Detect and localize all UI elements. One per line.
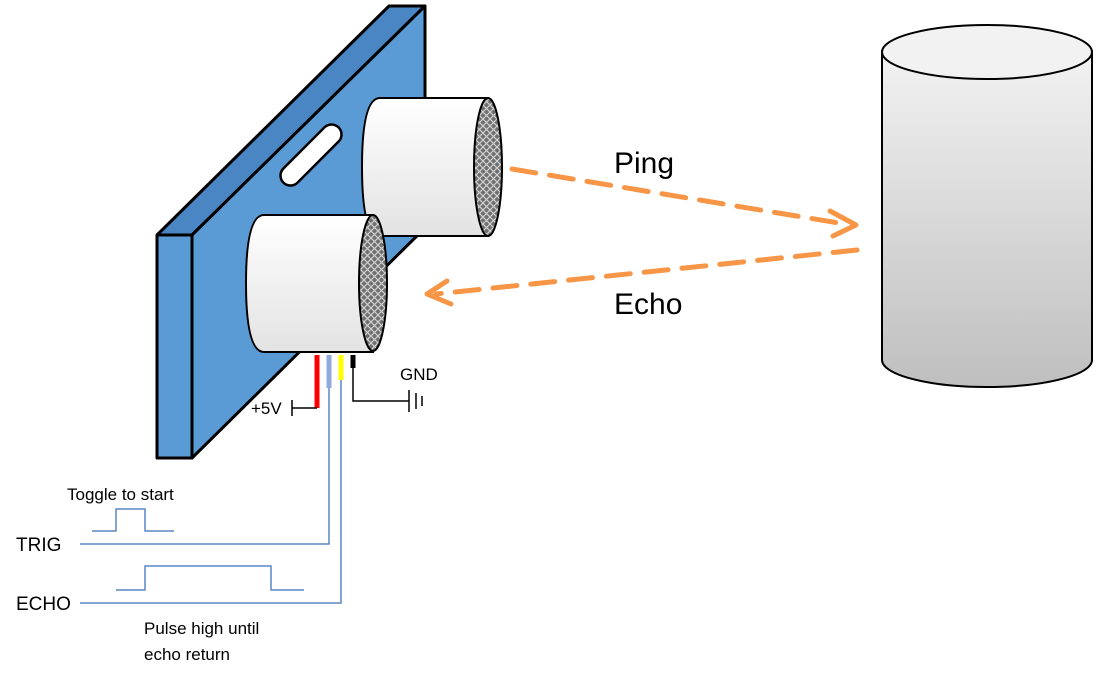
echo-pin-label: ECHO: [16, 594, 71, 615]
trig-line: [80, 388, 330, 545]
crystal-slot: [279, 123, 343, 187]
vcc-connection: [291, 400, 317, 416]
sensor-pins: [314, 355, 356, 408]
receiver-transducer: [244, 214, 388, 353]
gnd-label: GND: [400, 365, 438, 384]
transmitter-mesh: [473, 97, 503, 237]
toggle-note: Toggle to start: [67, 485, 174, 504]
echo-pulse-waveform: [116, 565, 304, 591]
pulse-note-line2: echo return: [144, 645, 230, 664]
ground-symbol: [352, 368, 423, 412]
echo-line: [80, 380, 342, 604]
ping-label: Ping: [614, 147, 674, 180]
pulse-note-line1: Pulse high until: [144, 619, 259, 638]
trig-pulse-waveform: [92, 508, 174, 532]
trig-label: TRIG: [16, 535, 61, 556]
signal-lines: [80, 380, 342, 604]
echo-arrow-label: Echo: [614, 288, 682, 321]
target-object: [881, 24, 1093, 388]
vcc-label: +5V: [251, 399, 282, 418]
transmitter-transducer: [360, 97, 503, 237]
board-front-edge: [155, 233, 194, 460]
receiver-mesh: [358, 214, 388, 352]
echo-arrow: [424, 247, 860, 307]
ping-arrow: [509, 166, 859, 239]
